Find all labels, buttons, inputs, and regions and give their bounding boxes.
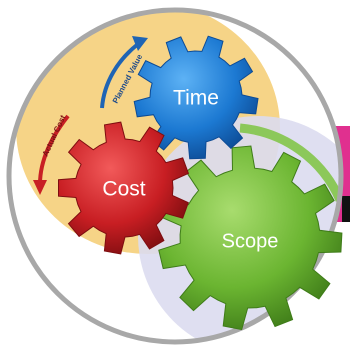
time-gear-icon: [133, 35, 259, 160]
gear-cost: Cost: [58, 121, 190, 255]
green-arc: [239, 123, 341, 202]
tab-edge: [342, 196, 350, 222]
outer-ring: [6, 7, 344, 345]
scope-label: Scope: [222, 230, 279, 252]
cost-gear-icon: [58, 121, 190, 255]
gear-scope: Scope: [158, 145, 343, 331]
time-label: Time: [173, 87, 219, 110]
cost-label: Cost: [102, 178, 145, 201]
scope-gear-icon: [158, 145, 343, 331]
gear-time: Time: [133, 35, 259, 160]
